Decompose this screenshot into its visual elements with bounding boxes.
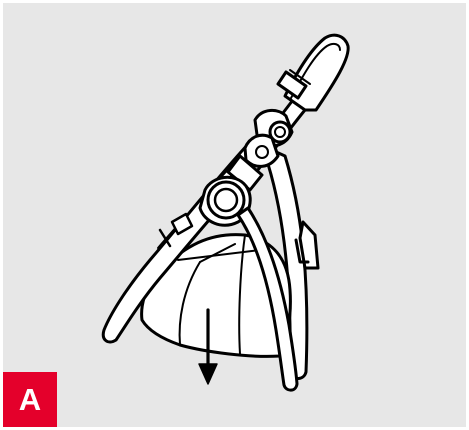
step-letter: A [19, 384, 41, 415]
step-badge: A [3, 372, 57, 427]
handlebar [278, 35, 348, 110]
